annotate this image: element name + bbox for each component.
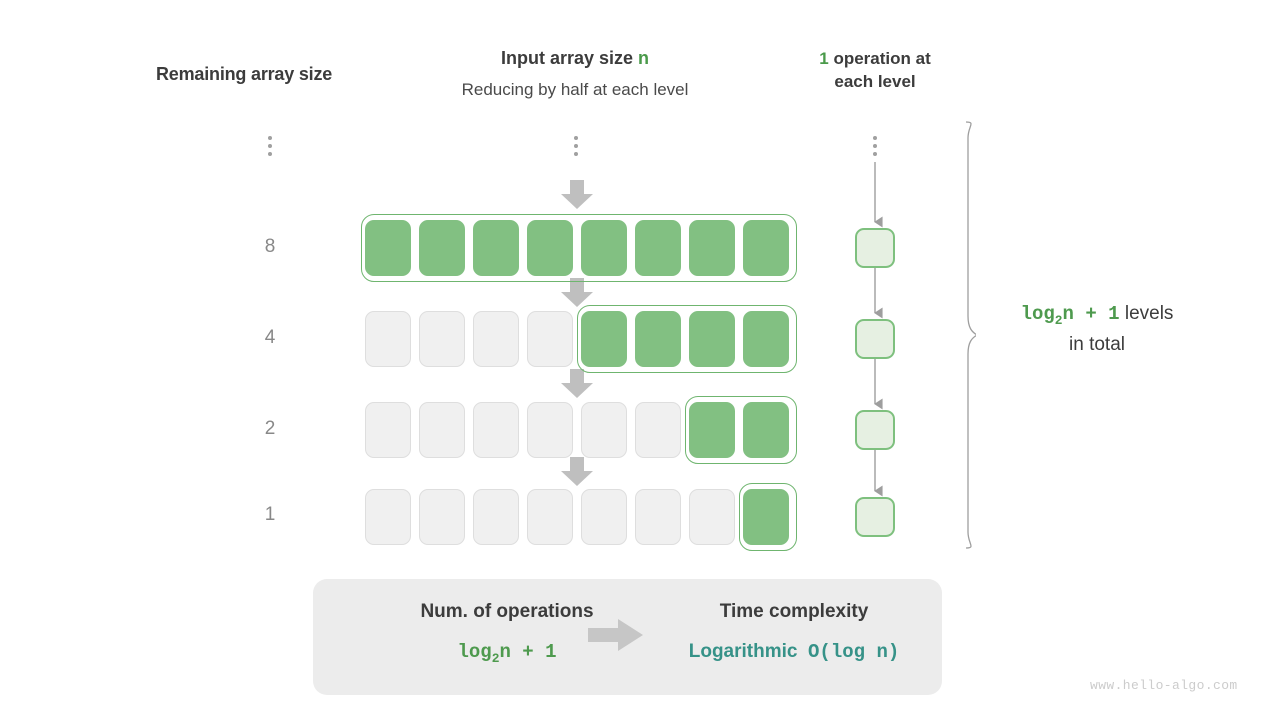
array-cell	[581, 311, 627, 367]
summary-operations-value: log2n + 1	[457, 641, 557, 666]
array-cell	[419, 311, 465, 367]
operation-box-level-2	[855, 410, 895, 450]
array-cell	[743, 311, 789, 367]
reduce-arrow-icon-3	[560, 369, 594, 399]
array-cell	[527, 311, 573, 367]
array-cell	[473, 489, 519, 545]
active-range-outline-4	[577, 305, 797, 373]
summary-complexity-title: Time complexity	[719, 601, 869, 622]
levels-in-total: in total	[1069, 333, 1125, 355]
array-cell	[581, 220, 627, 276]
summary-complexity-column: Time complexity Logarithmic O(log n)	[665, 601, 923, 663]
arrow-right-icon	[588, 619, 643, 651]
operation-column-connectors	[874, 162, 883, 497]
header-input-array-size-text: Input array size	[500, 48, 639, 68]
array-column-ellipsis	[567, 132, 585, 160]
array-cell	[635, 489, 681, 545]
array-cell	[635, 402, 681, 458]
header-operations-text-line2: each level	[834, 71, 916, 91]
array-cell	[689, 489, 735, 545]
array-row-2	[365, 396, 797, 464]
array-cell	[743, 220, 789, 276]
array-cell	[419, 489, 465, 545]
row-label-4: 4	[264, 327, 276, 348]
summary-operations-column: Num. of operations log2n + 1	[337, 601, 677, 666]
array-cell	[419, 220, 465, 276]
header-input-array-subtitle: Reducing by half at each level	[461, 80, 689, 99]
array-cell	[419, 402, 465, 458]
operation-box-level-4	[855, 319, 895, 359]
array-cell	[473, 311, 519, 367]
array-cell	[527, 220, 573, 276]
row-label-ellipsis	[261, 132, 279, 160]
levels-word: levels	[1124, 303, 1174, 324]
reduce-arrow-icon-4	[560, 457, 594, 487]
array-cell	[581, 402, 627, 458]
array-cell	[689, 220, 735, 276]
array-cell	[635, 311, 681, 367]
array-cell	[581, 489, 627, 545]
array-cell	[365, 220, 411, 276]
array-cell	[473, 220, 519, 276]
array-cell	[473, 402, 519, 458]
array-cell	[527, 402, 573, 458]
header-input-array-size: Input array size n	[375, 48, 775, 69]
watermark: www.hello-algo.com	[1090, 678, 1238, 693]
summary-operations-title: Num. of operations	[420, 601, 594, 622]
levels-brace	[965, 121, 976, 549]
array-cell	[743, 489, 789, 545]
summary-complexity-value: Logarithmic O(log n)	[688, 641, 900, 663]
array-cell	[689, 402, 735, 458]
operation-box-level-8	[855, 228, 895, 268]
levels-formula: log2n + 1	[1020, 303, 1120, 328]
reduce-arrow-icon-2	[560, 278, 594, 308]
operation-column-ellipsis	[866, 132, 884, 160]
array-cell	[365, 402, 411, 458]
array-cell	[689, 311, 735, 367]
active-range-outline-2	[685, 396, 797, 464]
active-range-outline-1	[739, 483, 797, 551]
active-range-outline-8	[361, 214, 797, 282]
row-label-8: 8	[264, 236, 276, 257]
header-operations-accent: 1	[819, 49, 829, 68]
row-label-1: 1	[264, 504, 276, 525]
array-cell	[527, 489, 573, 545]
header-remaining-array-size: Remaining array size	[156, 64, 333, 84]
array-cell	[365, 489, 411, 545]
array-cell	[635, 220, 681, 276]
reduce-arrow-icon-1	[560, 180, 594, 210]
array-row-4	[365, 305, 797, 373]
header-input-array-size-accent: n	[638, 48, 650, 68]
summary-panel: Num. of operations log2n + 1 Time comple…	[313, 579, 942, 695]
array-row-8	[361, 214, 797, 282]
array-cell	[365, 311, 411, 367]
levels-annotation: log2n + 1 levels in total	[982, 300, 1212, 358]
row-label-2: 2	[264, 418, 276, 439]
array-row-1	[365, 483, 797, 551]
header-operations-text: operation at	[828, 49, 931, 68]
operation-box-level-1	[855, 497, 895, 537]
array-cell	[743, 402, 789, 458]
header-operations-per-level: 1 operation at each level	[780, 48, 970, 94]
